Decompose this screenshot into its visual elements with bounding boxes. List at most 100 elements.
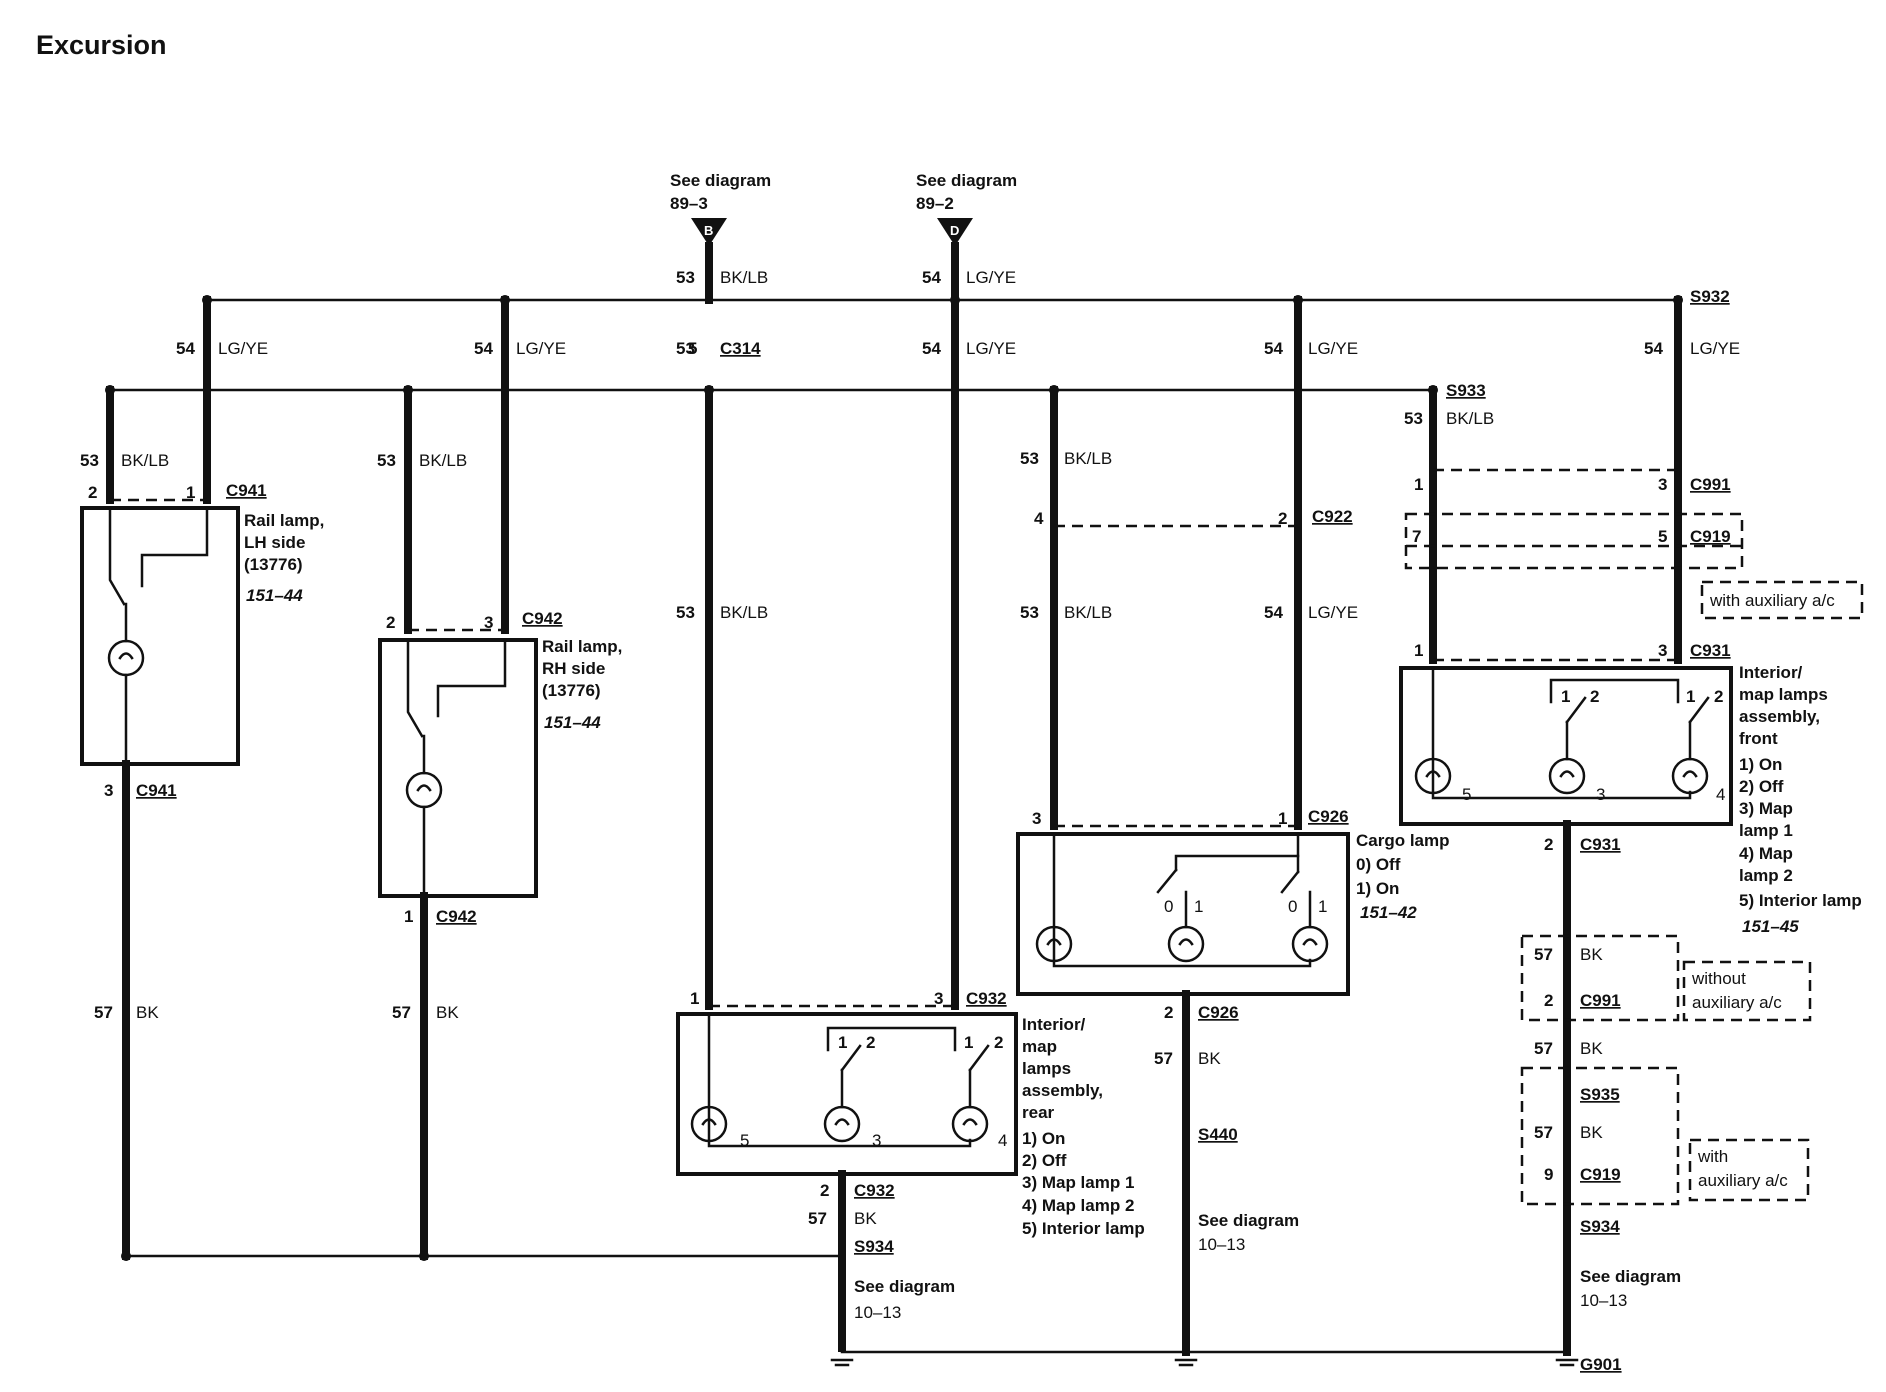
svg-text:57: 57 [1534, 1039, 1553, 1058]
bus-bklb [105, 385, 1438, 395]
svg-text:C991: C991 [1580, 991, 1621, 1010]
svg-text:C931: C931 [1580, 835, 1621, 854]
svg-text:53: 53 [1404, 409, 1423, 428]
svg-text:54: 54 [922, 339, 941, 358]
svg-text:S440: S440 [1198, 1125, 1238, 1144]
svg-text:53: 53 [1020, 449, 1039, 468]
svg-text:with auxiliary a/c: with auxiliary a/c [1709, 591, 1835, 610]
svg-text:BK: BK [1580, 1123, 1603, 1142]
svg-text:Rail lamp,: Rail lamp, [244, 511, 324, 530]
svg-text:5: 5 [740, 1131, 749, 1150]
svg-text:S932: S932 [1690, 287, 1730, 306]
svg-text:57: 57 [808, 1209, 827, 1228]
svg-text:1: 1 [964, 1033, 973, 1052]
svg-text:S934: S934 [1580, 1217, 1620, 1236]
svg-text:C926: C926 [1308, 807, 1349, 826]
svg-text:2) Off: 2) Off [1739, 777, 1784, 796]
svg-text:See diagram: See diagram [670, 171, 771, 190]
svg-text:C941: C941 [226, 481, 267, 500]
svg-text:3: 3 [1596, 785, 1605, 804]
svg-text:5: 5 [688, 339, 697, 358]
svg-text:BK/LB: BK/LB [1064, 449, 1112, 468]
svg-text:151–44: 151–44 [544, 713, 601, 732]
svg-text:1: 1 [1686, 687, 1695, 706]
svg-text:1: 1 [690, 989, 699, 1008]
svg-text:4: 4 [1034, 509, 1044, 528]
svg-text:3: 3 [1032, 809, 1041, 828]
svg-text:3) Map lamp 1: 3) Map lamp 1 [1022, 1173, 1134, 1192]
svg-text:LH side: LH side [244, 533, 305, 552]
svg-text:BK/LB: BK/LB [121, 451, 169, 470]
svg-text:1) On: 1) On [1356, 879, 1399, 898]
svg-text:54: 54 [474, 339, 493, 358]
svg-text:C991: C991 [1690, 475, 1731, 494]
svg-text:4) Map lamp 2: 4) Map lamp 2 [1022, 1196, 1134, 1215]
svg-text:0: 0 [1164, 897, 1173, 916]
svg-text:LG/YE: LG/YE [516, 339, 566, 358]
ground-bus [830, 1350, 1579, 1367]
svg-text:57: 57 [1154, 1049, 1173, 1068]
svg-text:without: without [1691, 969, 1746, 988]
svg-text:lamp 2: lamp 2 [1739, 866, 1793, 885]
svg-text:151–44: 151–44 [246, 586, 303, 605]
svg-text:53: 53 [1020, 603, 1039, 622]
svg-text:1: 1 [838, 1033, 847, 1052]
svg-text:lamp 1: lamp 1 [1739, 821, 1793, 840]
svg-text:2: 2 [88, 483, 97, 502]
svg-text:1: 1 [1561, 687, 1570, 706]
svg-text:0: 0 [1288, 897, 1297, 916]
svg-text:LG/YE: LG/YE [1308, 339, 1358, 358]
svg-text:auxiliary a/c: auxiliary a/c [1692, 993, 1782, 1012]
svg-text:BK: BK [854, 1209, 877, 1228]
svg-text:2: 2 [1544, 991, 1553, 1010]
svg-text:5: 5 [1462, 785, 1471, 804]
svg-text:1: 1 [404, 907, 413, 926]
svg-text:BK: BK [136, 1003, 159, 1022]
svg-text:BK: BK [1198, 1049, 1221, 1068]
svg-text:BK/LB: BK/LB [419, 451, 467, 470]
svg-text:57: 57 [392, 1003, 411, 1022]
svg-text:lamps: lamps [1022, 1059, 1071, 1078]
svg-text:3) Map: 3) Map [1739, 799, 1793, 818]
svg-text:3: 3 [104, 781, 113, 800]
svg-text:2) Off: 2) Off [1022, 1151, 1067, 1170]
svg-text:BK/LB: BK/LB [1446, 409, 1494, 428]
svg-text:BK: BK [436, 1003, 459, 1022]
svg-text:57: 57 [94, 1003, 113, 1022]
svg-text:G901: G901 [1580, 1355, 1622, 1374]
svg-text:RH side: RH side [542, 659, 605, 678]
svg-text:Interior/: Interior/ [1022, 1015, 1086, 1034]
svg-text:53: 53 [676, 603, 695, 622]
svg-text:Cargo lamp: Cargo lamp [1356, 831, 1450, 850]
svg-text:See diagram: See diagram [916, 171, 1017, 190]
svg-text:0) Off: 0) Off [1356, 855, 1401, 874]
svg-text:C919: C919 [1690, 527, 1731, 546]
svg-text:57: 57 [1534, 945, 1553, 964]
svg-text:10–13: 10–13 [854, 1303, 901, 1322]
svg-text:1: 1 [1318, 897, 1327, 916]
svg-text:1: 1 [1414, 475, 1423, 494]
diagram-title: Excursion [36, 30, 167, 60]
svg-text:53: 53 [80, 451, 99, 470]
svg-text:BK: BK [1580, 945, 1603, 964]
bus-lgye [202, 295, 1683, 305]
svg-text:C942: C942 [522, 609, 563, 628]
svg-text:2: 2 [1544, 835, 1553, 854]
svg-text:BK: BK [1580, 1039, 1603, 1058]
svg-text:7: 7 [1412, 527, 1421, 546]
svg-text:C932: C932 [966, 989, 1007, 1008]
svg-text:C931: C931 [1690, 641, 1731, 660]
svg-text:C919: C919 [1580, 1165, 1621, 1184]
svg-text:assembly,: assembly, [1022, 1081, 1103, 1100]
svg-text:with: with [1697, 1147, 1728, 1166]
svg-text:LG/YE: LG/YE [1690, 339, 1740, 358]
svg-text:4: 4 [1716, 785, 1725, 804]
svg-text:S935: S935 [1580, 1085, 1620, 1104]
svg-text:LG/YE: LG/YE [1308, 603, 1358, 622]
svg-text:3: 3 [484, 613, 493, 632]
